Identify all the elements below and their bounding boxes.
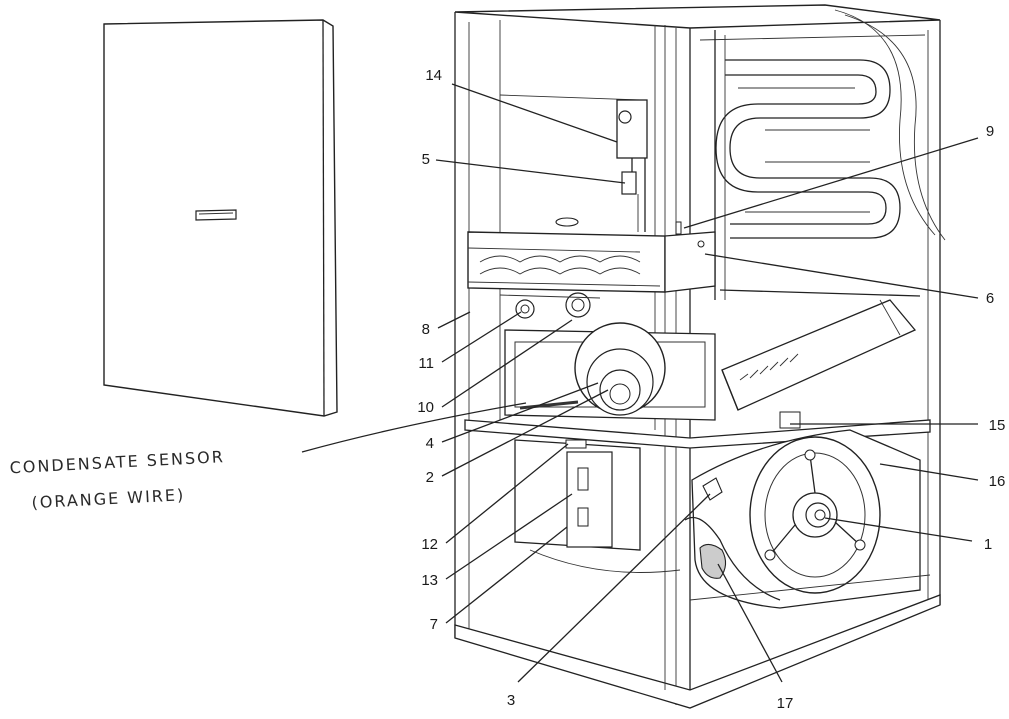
inducer-assembly — [504, 322, 716, 421]
callout-15: 15 — [989, 417, 1006, 434]
callout-16: 16 — [989, 473, 1006, 490]
callout-11: 11 — [418, 355, 434, 372]
callout-7: 7 — [430, 616, 438, 633]
furnace-cabinet — [454, 4, 941, 709]
annotation-leader — [301, 402, 527, 453]
annotation-line-2: (ORANGE WIRE) — [31, 485, 186, 512]
callout-14: 14 — [425, 67, 442, 84]
callout-labels: 14 5 9 6 8 11 10 4 2 15 16 1 12 13 7 3 1… — [417, 67, 1005, 712]
callout-10: 10 — [417, 399, 434, 416]
callout-3: 3 — [507, 692, 515, 709]
annotation-line-1: CONDENSATE SENSOR — [9, 447, 225, 477]
callout-1: 1 — [984, 536, 992, 553]
callout-12: 12 — [421, 536, 438, 553]
door-handle-slot — [195, 209, 237, 221]
callout-2: 2 — [426, 469, 434, 486]
callout-8: 8 — [422, 321, 430, 338]
burner-box — [467, 217, 716, 319]
condensate-sensor-wire — [519, 400, 579, 410]
blower-assembly — [684, 429, 931, 609]
control-module — [514, 439, 681, 573]
callout-4: 4 — [426, 435, 434, 452]
callout-5: 5 — [422, 151, 430, 168]
callout-9: 9 — [986, 123, 994, 140]
flue-pipe — [719, 289, 921, 411]
gas-valve-assembly — [616, 99, 648, 232]
callout-6: 6 — [986, 290, 994, 307]
heat-exchanger — [714, 9, 946, 300]
leader-lines — [301, 83, 979, 683]
door-panel — [103, 19, 338, 417]
callout-17: 17 — [777, 695, 794, 712]
callout-13: 13 — [421, 572, 438, 589]
condensate-sensor-annotation: CONDENSATE SENSOR (ORANGE WIRE) — [9, 447, 225, 512]
